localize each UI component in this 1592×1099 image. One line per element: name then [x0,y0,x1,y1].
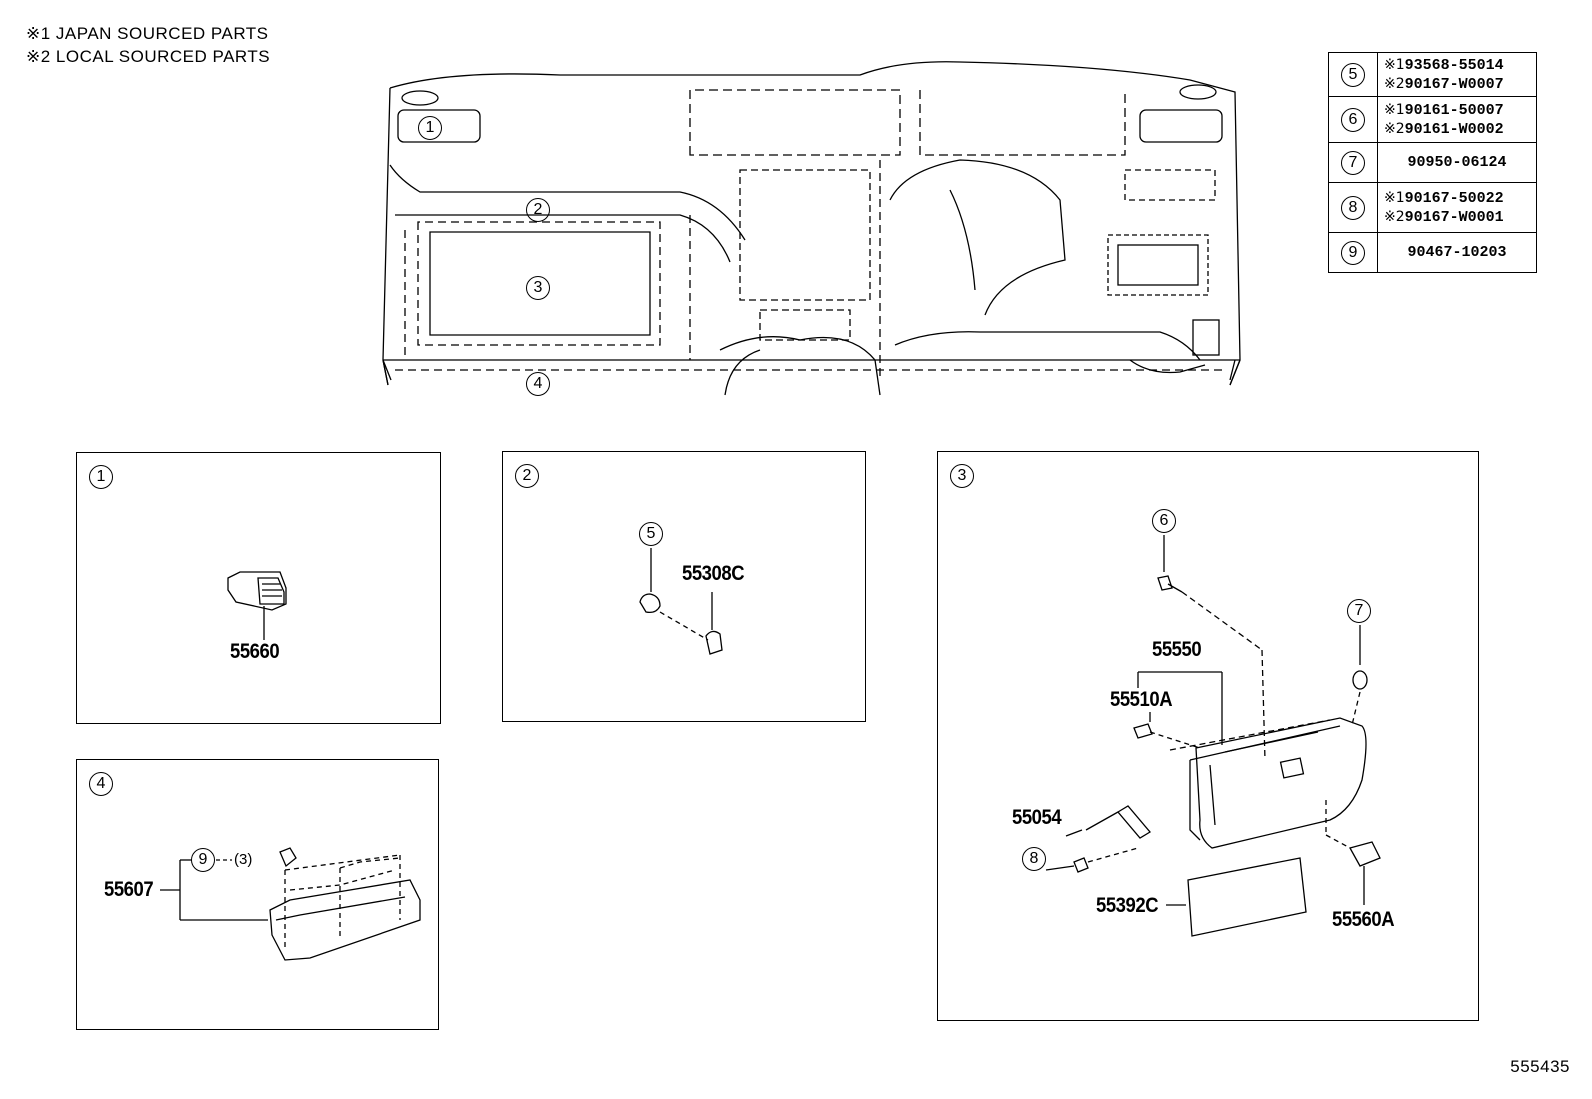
vent-illustration [227,571,287,640]
detail-box-2: 2 [502,451,866,722]
part-label-55660: 55660 [230,640,280,663]
callout-9: 9 [1341,240,1365,265]
callout-1: 1 [418,116,442,140]
part-number: 90161-W0002 [1404,120,1504,138]
callout-6: 6 [1341,107,1365,132]
part-label-55054: 55054 [1012,806,1062,829]
legend: ※1 JAPAN SOURCED PARTS ※2 LOCAL SOURCED … [26,22,270,68]
box-label-1: 1 [89,465,113,489]
detail-box-1: 1 [76,452,441,724]
parts-row-8: 8 ※190167-50022 ※290167-W0001 [1328,182,1537,233]
glovebox-illustration [1045,535,1381,937]
callout-6: 6 [1152,509,1176,533]
part-label-55308C: 55308C [682,562,745,585]
callout-7: 7 [1341,150,1365,175]
parts-table: 5 ※193568-55014 ※290167-W0007 6 ※190161-… [1328,52,1537,273]
quantity-note: (3) [234,851,253,868]
part-number: 90167-W0007 [1404,75,1504,93]
parts-row-9: 9 90467-10203 [1328,232,1537,273]
callout-2: 2 [526,198,550,222]
part-label-55510A: 55510A [1110,688,1173,711]
part-label-55607: 55607 [104,878,154,901]
box-label-3: 3 [950,464,974,488]
legend-japan-sourced: ※1 JAPAN SOURCED PARTS [26,24,269,43]
part-label-55550: 55550 [1152,638,1202,661]
callout-8: 8 [1341,195,1365,220]
callout-5: 5 [639,522,663,546]
callout-9: 9 [191,848,215,872]
detail-box-4: 4 [76,759,439,1030]
box-label-4: 4 [89,772,113,796]
callout-7: 7 [1347,599,1371,623]
part-label-55392C: 55392C [1096,894,1159,917]
parts-row-7: 7 90950-06124 [1328,142,1537,183]
callout-8: 8 [1022,847,1046,871]
part-number: 90167-50022 [1404,189,1504,207]
part-number: 90467-10203 [1407,244,1507,261]
detail-box-3: 3 [937,451,1479,1021]
legend-local-sourced: ※2 LOCAL SOURCED PARTS [26,47,271,66]
undercover-illustration [160,847,421,961]
callout-4: 4 [526,372,550,396]
part-number: 90167-W0001 [1404,208,1504,226]
part-number: 90950-06124 [1407,154,1507,171]
part-label-55560A: 55560A [1332,908,1395,931]
box-label-2: 2 [515,464,539,488]
dashboard-illustration [382,61,1241,396]
parts-row-6: 6 ※190161-50007 ※290161-W0002 [1328,96,1537,143]
part-number: 90161-50007 [1404,101,1504,119]
callout-5: 5 [1341,62,1365,87]
part-number: 93568-55014 [1404,56,1504,74]
clip-illustration [639,548,723,655]
callout-3: 3 [526,276,550,300]
figure-id: 555435 [1510,1057,1570,1076]
